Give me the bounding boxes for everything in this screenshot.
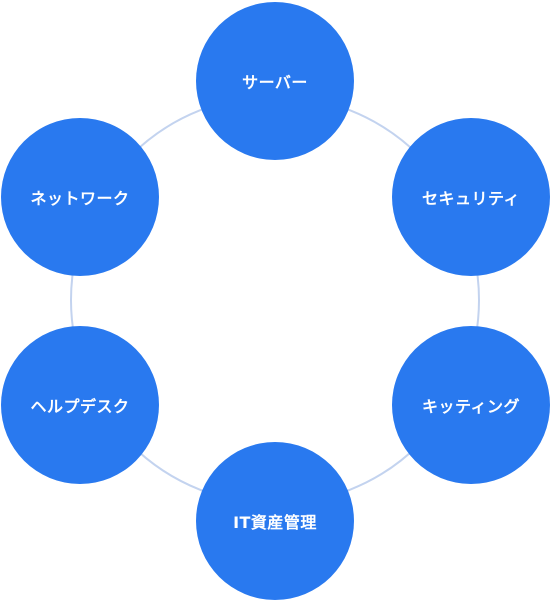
node-kitting: キッティング — [392, 326, 550, 484]
node-it-asset-management: IT資産管理 — [196, 442, 354, 600]
node-label-network: ネットワーク — [30, 189, 130, 208]
node-label-it-asset-management: IT資産管理 — [233, 513, 317, 532]
node-label-helpdesk: ヘルプデスク — [30, 397, 130, 416]
node-helpdesk: ヘルプデスク — [1, 326, 159, 484]
node-label-kitting: キッティング — [421, 397, 521, 416]
node-server: サーバー — [196, 2, 354, 160]
node-label-server: サーバー — [242, 73, 308, 92]
node-label-security: セキュリティ — [421, 189, 521, 208]
node-security: セキュリティ — [392, 118, 550, 276]
node-network: ネットワーク — [1, 118, 159, 276]
